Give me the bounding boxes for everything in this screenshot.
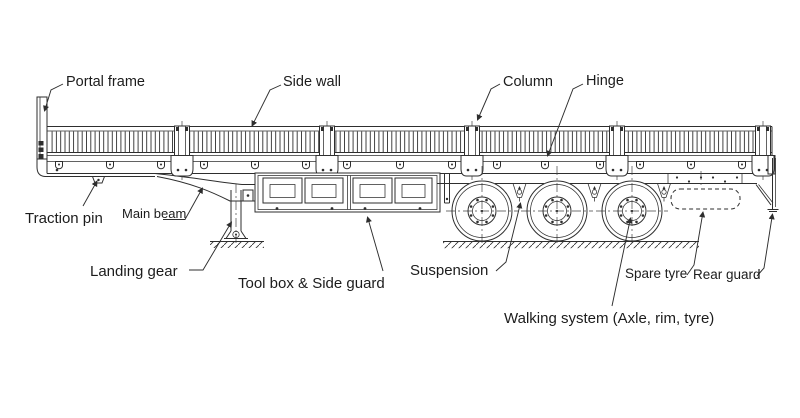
frame-member	[444, 173, 450, 204]
leader-walking-system	[611, 217, 633, 307]
leader-landing-gear	[189, 221, 232, 271]
rear-section	[667, 155, 779, 212]
side-wall	[46, 126, 773, 174]
label-traction-pin: Traction pin	[25, 210, 103, 227]
portal-frame	[36, 96, 155, 177]
leader-tool-box	[365, 216, 384, 272]
leader-hinge	[546, 83, 584, 157]
leader-spare-tyre	[686, 211, 706, 276]
wheel-3	[595, 165, 669, 246]
traction-pin	[91, 176, 106, 184]
leader-side-wall	[251, 84, 282, 127]
side-wall-slats	[50, 131, 755, 153]
leader-main-beam	[163, 187, 203, 220]
leader-portal-frame	[43, 83, 64, 112]
label-portal-frame: Portal frame	[66, 74, 145, 90]
hinge-tabs	[55, 161, 746, 170]
bed-rail	[47, 161, 772, 174]
spare-tyre-outline	[670, 188, 741, 210]
leader-suspension	[495, 202, 523, 272]
ground	[443, 241, 699, 249]
leader-lines	[43, 83, 775, 307]
label-side-wall: Side wall	[283, 74, 341, 90]
leader-traction-pin	[82, 180, 98, 207]
suspension-hangers	[512, 183, 671, 202]
label-suspension: Suspension	[410, 262, 488, 279]
leader-column	[476, 83, 501, 121]
label-landing-gear: Landing gear	[90, 263, 178, 280]
rear-guard	[755, 158, 779, 212]
label-walking-system: Walking system (Axle, rim, tyre)	[504, 310, 714, 327]
wheel-1	[445, 165, 519, 246]
label-rear-guard: Rear guard	[693, 267, 761, 282]
ground-hatch-wheels	[443, 242, 699, 249]
tool-box-side-guard	[254, 172, 441, 213]
walking-system-wheels	[445, 165, 669, 246]
label-column: Column	[503, 74, 553, 90]
ground-hatch-landing-gear	[210, 242, 264, 248]
leader-rear-guard	[756, 213, 775, 277]
wheel-2	[520, 165, 594, 246]
label-tool-box-side-guard: Tool box & Side guard	[238, 275, 385, 292]
label-spare-tyre: Spare tyre	[625, 266, 687, 281]
label-hinge: Hinge	[586, 73, 624, 89]
labels: Portal frame Side wall Column Hinge Trac…	[25, 73, 761, 327]
label-main-beam: Main beam	[122, 206, 186, 221]
trailer-drawing	[36, 96, 779, 249]
main-beam	[154, 173, 440, 202]
